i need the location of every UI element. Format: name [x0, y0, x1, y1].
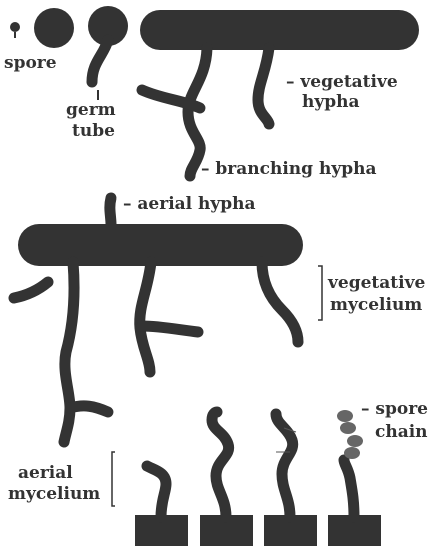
label-vegetative-hypha-line2: hypha [302, 92, 360, 112]
label-aerial-mycelium-line2: mycelium [8, 484, 100, 504]
chain-spore-2 [347, 435, 363, 447]
label-germ-tube-line2: tube [72, 121, 115, 141]
label-spore: spore [4, 53, 57, 73]
chain-spore-1 [344, 447, 360, 459]
label-aerial-mycelium-line1: aerial [18, 463, 73, 483]
chain-spore-3 [340, 422, 356, 434]
label-vegetative-mycelium-line2: mycelium [330, 295, 422, 315]
label-spore-chain-line2: chain [375, 422, 428, 442]
chain-spore-4 [337, 410, 353, 422]
swollen-spore [34, 8, 74, 48]
label-vegetative-hypha-line1: – vegetative [286, 72, 398, 92]
mycelium-branch-middle-side [142, 326, 198, 332]
label-branching-hypha: – branching hypha [201, 159, 376, 179]
label-vegetative-mycelium-line1: vegetative [327, 273, 425, 293]
label-aerial-hypha: – aerial hypha [123, 194, 256, 214]
spore-small [10, 22, 20, 32]
main-hypha-top [140, 10, 419, 50]
label-spore-chain-line1: – spore [361, 399, 428, 419]
mycelium-branch-low [70, 406, 108, 412]
label-germ-tube-line1: germ [66, 100, 116, 120]
